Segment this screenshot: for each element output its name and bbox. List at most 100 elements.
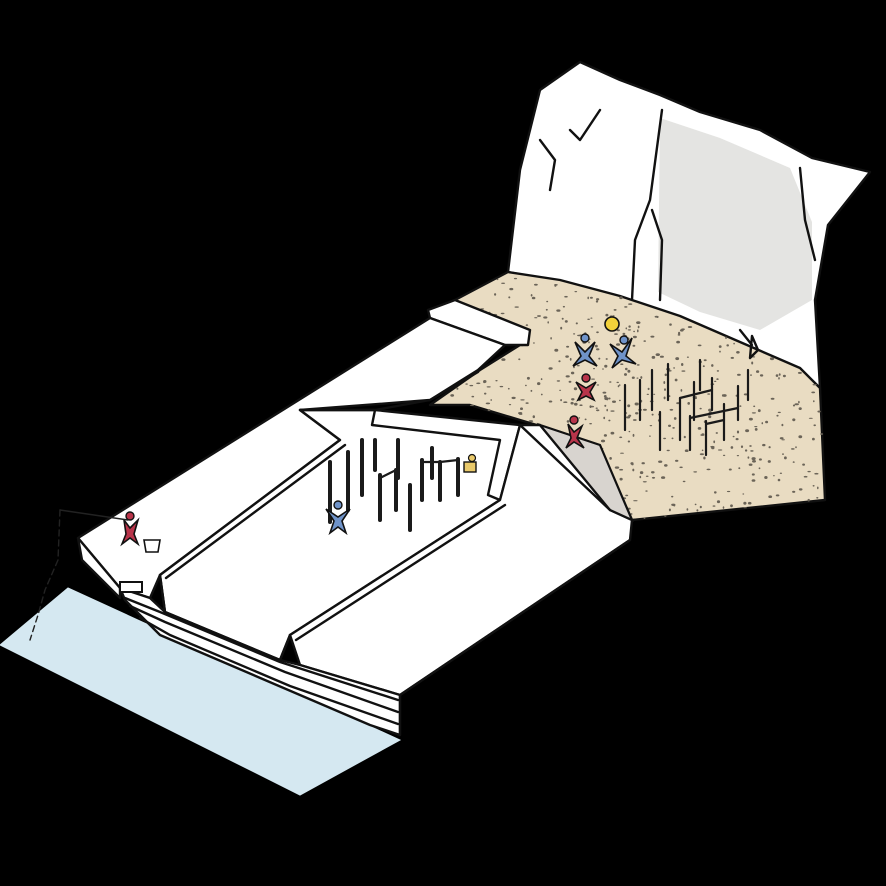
sand-speck [525,384,527,387]
sand-speck [562,305,566,308]
sand-speck [605,313,609,317]
sand-speck [465,383,468,385]
sand-speck [664,464,668,467]
sand-speck [494,293,497,296]
sand-speck [613,309,617,311]
sand-speck [761,422,764,425]
sand-speck [548,400,553,403]
sand-speck [794,403,799,406]
sand-speck [639,475,642,479]
sand-speck [632,419,637,421]
sand-speck [501,282,506,284]
sand-speck [781,439,785,441]
sand-speck [710,445,715,448]
sand-speck [636,377,639,379]
sand-speck [777,478,781,482]
sand-speck [632,433,635,437]
sand-speck [663,396,666,400]
sand-speck [664,515,667,517]
sand-speck [540,378,543,381]
sand-speck [683,435,686,439]
sand-speck [744,449,748,452]
sand-speck [776,414,779,417]
sand-speck [649,425,653,427]
sand-speck [469,384,474,387]
sand-speck [566,420,570,423]
cliff-crack-2 [650,208,664,302]
cliff-crack-4 [568,108,602,142]
sand-speck [798,435,803,439]
sand-speck [525,402,529,404]
sand-speck [751,361,754,365]
sand-speck [747,501,752,505]
sand-speck [730,446,734,449]
sand-speck [537,382,541,386]
sand-speck [813,424,816,427]
sand-speck [530,294,533,297]
sand-speck [778,373,781,376]
sand-speck [632,344,636,347]
sand-speck [661,476,666,479]
seam-2 [294,503,507,642]
sand-speck [566,345,570,348]
sand-speck [483,380,486,384]
sand-speck [456,387,459,390]
sand-speck [573,387,578,391]
sand-speck [722,454,726,457]
sand-speck [537,315,541,317]
sand-speck [768,495,773,499]
sand-speck [674,378,678,382]
sand-speck [513,277,518,280]
sand-speck [485,402,491,405]
sand-speck [587,296,589,300]
sand-speck [628,325,631,328]
sand-speck [543,316,548,319]
sand-speck [696,509,699,512]
sand-speck [743,393,748,396]
sand-speck [792,461,795,463]
sand-speck [678,331,681,335]
sand-speck [643,517,646,519]
sand-speck [645,490,648,492]
sand-speck [612,400,616,403]
step-join-2 [278,633,292,662]
sand-speck [604,364,608,368]
sand-speck [751,479,756,482]
sand-speck [518,412,523,415]
sand-speck [693,471,698,473]
sand-speck [699,407,702,410]
sand-speck [628,430,631,433]
sand-speck [740,445,744,449]
sand-speck [598,357,601,360]
sand-speck [779,472,783,474]
sand-speck [699,505,702,509]
sand-speck [730,504,733,508]
sand-speck [790,448,795,450]
sand-speck [750,374,752,376]
sand-speck [490,399,493,401]
sand-speck [564,320,568,323]
sand-speck [694,503,697,506]
sand-speck [812,485,815,487]
sand-speck [782,453,784,455]
sand-speck [608,397,611,400]
sand-speck [560,399,562,402]
platform-seams [164,370,507,642]
sand-speck [671,437,674,440]
sand-speck [616,329,620,332]
main-platform-edge [76,536,122,600]
sand-speck [686,356,689,358]
sand-speck [531,296,536,300]
sand-speck [673,367,675,369]
sand-speck [653,393,656,395]
sand-speck [736,430,740,434]
sand-speck [669,408,674,411]
sand-speck [675,357,680,361]
sand-speck [625,367,628,371]
sand-speck [673,417,677,420]
sand-speck [622,332,626,335]
sand-speck [558,360,561,363]
sand-speck [714,380,717,382]
sand-speck [779,437,784,440]
